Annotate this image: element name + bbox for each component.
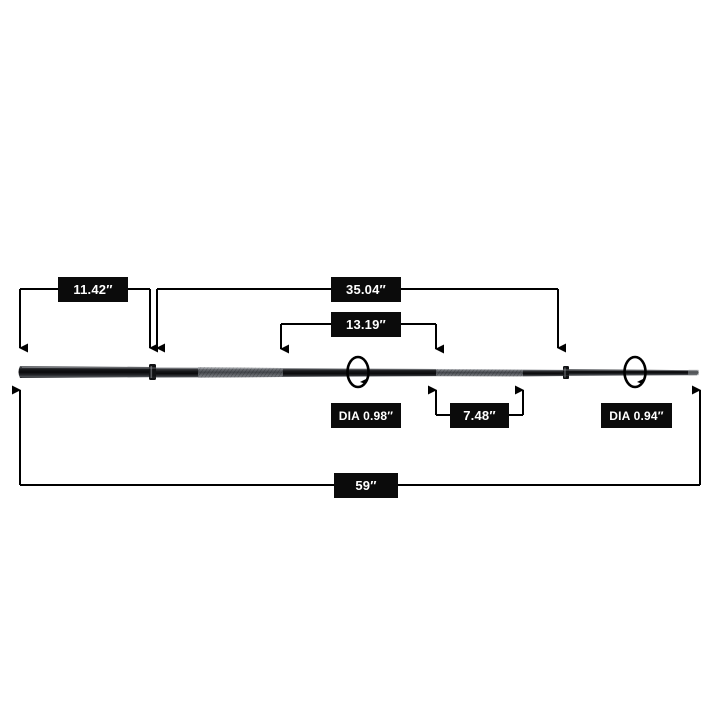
barbell-graphic — [18, 355, 699, 389]
knurl-right-texture — [436, 369, 523, 377]
sleeve-right-end-cap — [688, 369, 699, 376]
shaft-right — [523, 369, 566, 377]
sleeve-right — [569, 369, 699, 376]
bar-top-highlight — [21, 366, 698, 372]
collar-left-highlight — [150, 366, 153, 378]
collar-right — [563, 366, 569, 379]
sleeve-rotation-arrow-right — [637, 379, 643, 384]
dimension-label-overall-length: 59″ — [334, 473, 398, 498]
dimension-label-shaft-diameter: DIA 0.98″ — [331, 403, 401, 428]
knurl-left-texture — [198, 367, 283, 378]
dimension-label-center-knurl-length: 7.48″ — [450, 403, 509, 428]
collar-right-highlight — [564, 367, 566, 378]
sleeve-left — [18, 366, 152, 378]
dimension-leaders — [12, 288, 701, 486]
sleeve-rotation-arrow-left — [360, 379, 366, 384]
sleeve-rotation-ellipse-right — [623, 355, 647, 389]
dimension-label-shaft-length: 35.04″ — [331, 277, 401, 302]
dimension-label-sleeve-diameter: DIA 0.94″ — [601, 403, 672, 428]
sleeve-rotation-ellipse-left — [346, 355, 370, 389]
dimension-label-sleeve-length: 11.42″ — [58, 277, 128, 302]
collar-left — [149, 364, 156, 380]
dimension-label-inner-knurl-span: 13.19″ — [331, 312, 401, 337]
bar-bottom-shade — [21, 374, 698, 378]
